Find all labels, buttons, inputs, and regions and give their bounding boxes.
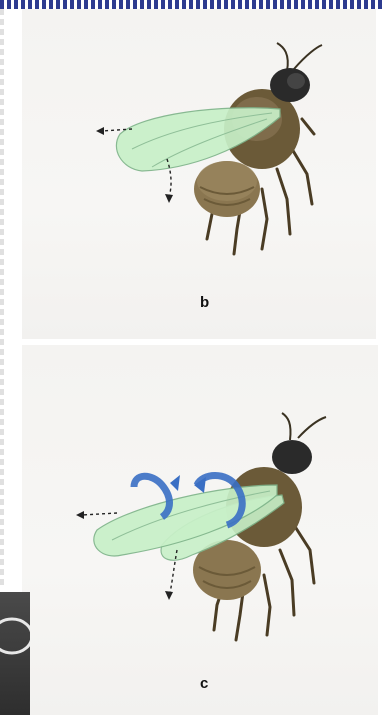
panel-c: c xyxy=(22,345,378,715)
arrow-left-icon xyxy=(96,127,104,135)
insect-illustration-c xyxy=(22,345,378,715)
top-border-dashes xyxy=(0,0,382,9)
right-edge xyxy=(376,9,382,339)
head xyxy=(272,440,312,474)
arrow-left-icon xyxy=(76,511,84,519)
left-border-dashes xyxy=(0,9,4,589)
slide-corner-graphic xyxy=(0,592,30,715)
panel-label-c: c xyxy=(200,675,208,692)
panel-b: b xyxy=(22,9,378,339)
arrow-down-icon xyxy=(165,591,173,600)
oval-icon xyxy=(0,619,30,653)
insect-illustration-b xyxy=(22,9,378,339)
arrow-down-icon xyxy=(165,194,173,203)
panel-label-b: b xyxy=(200,294,209,311)
